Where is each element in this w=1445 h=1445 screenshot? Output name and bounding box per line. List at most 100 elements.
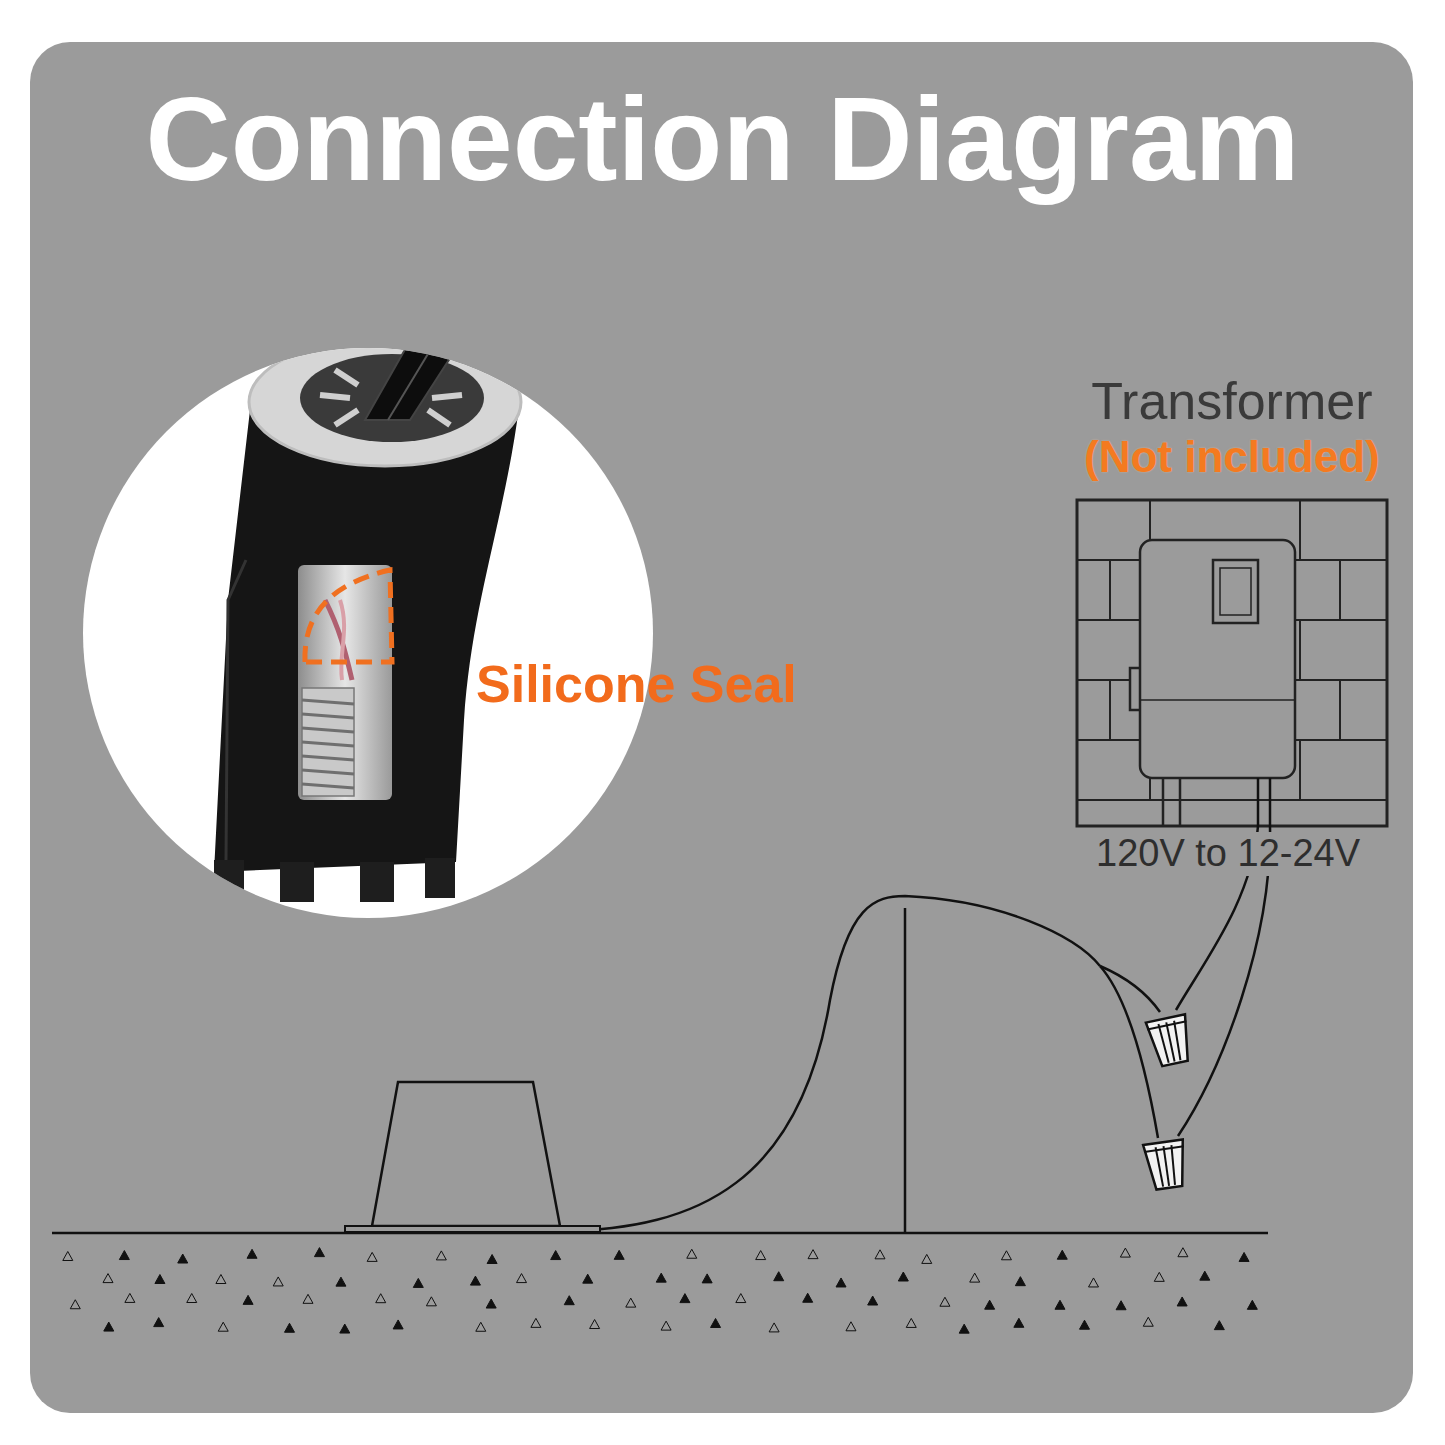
- soil-mark: [756, 1251, 766, 1260]
- light-fixture: [372, 1082, 560, 1226]
- soil-mark: [687, 1249, 697, 1258]
- cable: [365, 235, 520, 420]
- stake-post: [904, 908, 907, 1233]
- transformer-frame: [1077, 500, 1387, 826]
- soil-mark: [476, 1322, 486, 1331]
- conduit: [1163, 778, 1180, 826]
- soil-mark: [808, 1250, 818, 1259]
- soil-mark: [970, 1273, 980, 1282]
- soil-mark: [376, 1294, 386, 1303]
- soil-mark: [243, 1295, 253, 1304]
- node-note: (Not included): [1084, 432, 1380, 483]
- soil-mark: [1057, 1250, 1067, 1259]
- connector-fin: [280, 862, 314, 902]
- soil-mark: [906, 1318, 916, 1327]
- soil-mark: [1154, 1272, 1164, 1281]
- soil-mark: [155, 1275, 165, 1284]
- wire-nut: [1146, 1014, 1195, 1067]
- soil-mark: [1143, 1317, 1153, 1326]
- soil-mark: [1055, 1300, 1065, 1309]
- soil-mark: [273, 1277, 283, 1286]
- soil-mark: [187, 1294, 197, 1303]
- soil-mark: [1116, 1301, 1126, 1310]
- soil-mark: [531, 1318, 541, 1327]
- cable-seam: [388, 243, 495, 420]
- soil-mark: [436, 1251, 446, 1260]
- soil-mark: [336, 1277, 346, 1286]
- soil-mark: [656, 1273, 666, 1282]
- connector-fin: [214, 860, 244, 900]
- node-heading: Transformer: [1084, 372, 1380, 432]
- grey-panel: [30, 42, 1413, 1413]
- soil-mark: [247, 1249, 257, 1258]
- soil-mark: [125, 1293, 135, 1302]
- connector-body: [214, 400, 520, 872]
- fixture-base: [345, 1226, 600, 1232]
- ground-line: [52, 1232, 1268, 1235]
- soil-mark: [487, 1255, 497, 1264]
- diagram-title: Connection Diagram: [0, 80, 1445, 198]
- soil-mark: [216, 1275, 226, 1284]
- soil-mark: [898, 1272, 908, 1281]
- soil-mark: [846, 1322, 856, 1331]
- connector-photo: [214, 235, 521, 902]
- soil-mark: [340, 1324, 350, 1333]
- soil-mark: [486, 1299, 496, 1308]
- soil-mark: [836, 1278, 846, 1287]
- soil-mark: [178, 1254, 188, 1263]
- soil-mark: [154, 1318, 164, 1327]
- twisted-wire: [325, 600, 352, 680]
- soil-mark: [803, 1293, 813, 1302]
- soil-mark: [470, 1276, 480, 1285]
- connector-fin: [425, 858, 455, 898]
- soil-mark: [393, 1320, 403, 1329]
- soil-mark: [104, 1322, 114, 1331]
- soil-mark: [218, 1322, 228, 1331]
- device-window: [1213, 560, 1258, 623]
- soil-mark: [661, 1321, 671, 1330]
- soil-mark: [959, 1324, 969, 1333]
- inset-circle: [83, 348, 653, 918]
- soil-mark: [875, 1250, 885, 1259]
- callout-label: Silicone Seal: [472, 655, 801, 715]
- soil-mark: [711, 1318, 721, 1327]
- screw-thread: [302, 688, 354, 796]
- wire-nut: [1143, 1139, 1189, 1190]
- label-box: 120V to 12-24V: [1092, 832, 1364, 876]
- label-box: Silicone Seal: [472, 655, 801, 715]
- soil-mark: [680, 1294, 690, 1303]
- cutaway-window: [298, 565, 392, 800]
- soil-mark: [1177, 1297, 1187, 1306]
- brick-lines: [1077, 500, 1387, 800]
- soil-mark: [583, 1274, 593, 1283]
- soil-mark: [564, 1296, 574, 1305]
- transformer-device: [1140, 540, 1295, 778]
- body-edge: [226, 560, 246, 860]
- device-seam: [1140, 699, 1295, 701]
- voltage-label: 120V to 12-24V: [1092, 832, 1364, 876]
- soil-mark: [1200, 1271, 1210, 1280]
- soil-mark: [303, 1294, 313, 1303]
- soil-mark: [1247, 1300, 1257, 1309]
- soil-mark: [1239, 1252, 1249, 1261]
- soil-mark: [1015, 1277, 1025, 1286]
- soil-mark: [626, 1298, 636, 1307]
- twisted-wire: [340, 600, 344, 680]
- soil-mark: [426, 1297, 436, 1306]
- soil-mark: [1001, 1251, 1011, 1260]
- soil-mark: [103, 1274, 113, 1283]
- device-window-inner: [1220, 568, 1251, 615]
- soil-pattern: [63, 1248, 1258, 1334]
- soil-mark: [314, 1248, 324, 1257]
- soil-mark: [769, 1323, 779, 1332]
- soil-mark: [1120, 1248, 1130, 1257]
- transformer-figure: [1077, 500, 1387, 826]
- soil-mark: [985, 1300, 995, 1309]
- soil-mark: [1178, 1248, 1188, 1257]
- soil-mark: [590, 1320, 600, 1329]
- transformer-node: Transformer(Not included): [1080, 372, 1384, 482]
- soil-mark: [868, 1296, 878, 1305]
